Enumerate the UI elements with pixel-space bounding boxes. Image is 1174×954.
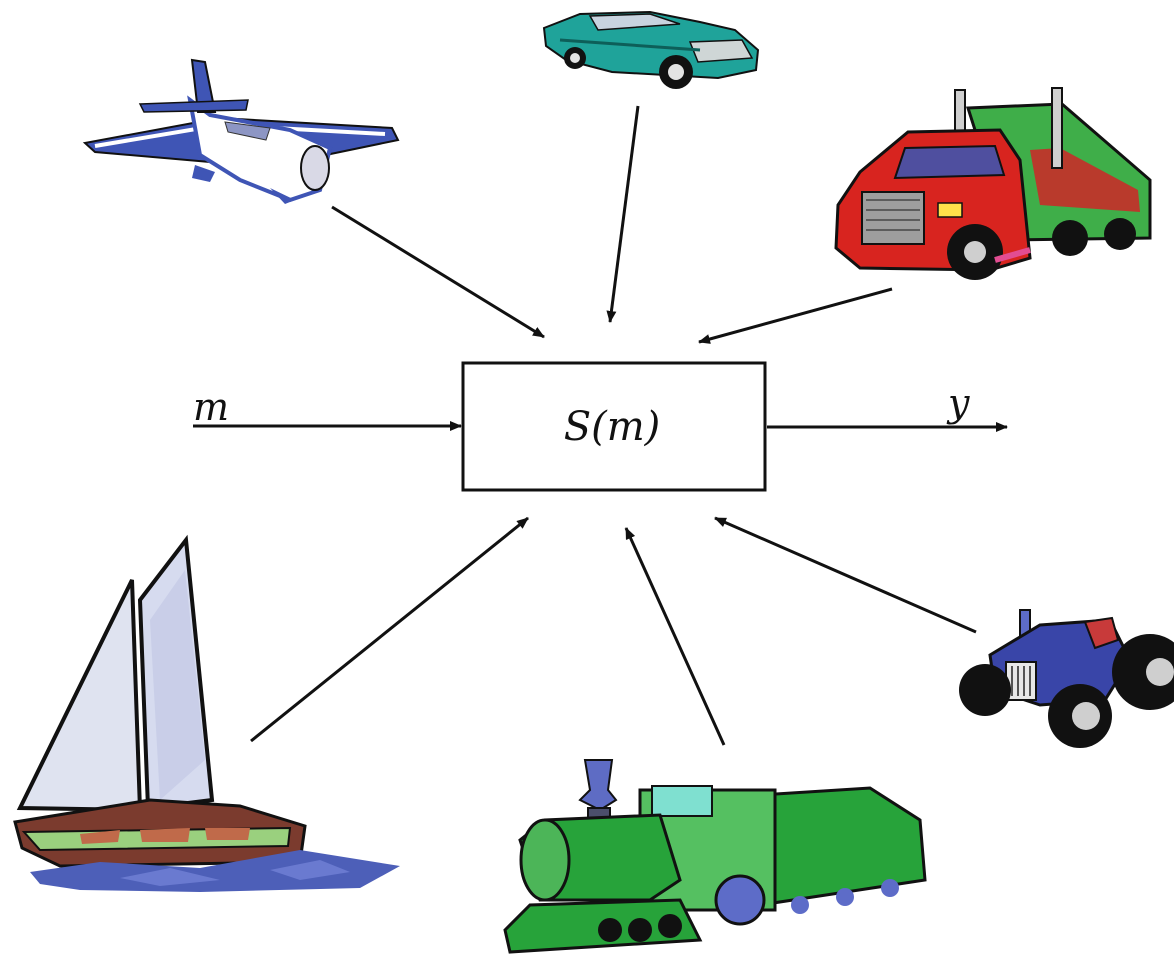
truck-arrow <box>698 287 893 344</box>
train-arrow <box>624 527 726 746</box>
sailboat-icon <box>13 534 400 892</box>
sailboat-arrow <box>250 516 529 743</box>
airplane-icon <box>82 58 400 204</box>
car-icon <box>542 10 760 89</box>
system-block <box>461 361 767 492</box>
truck-icon <box>834 87 1152 280</box>
tractor-icon <box>959 609 1174 748</box>
output-label: y <box>946 381 970 425</box>
input-label: m <box>193 385 229 429</box>
block-label: S(m) <box>564 404 661 450</box>
car-arrow <box>606 105 640 323</box>
tractor-arrow <box>714 516 977 634</box>
airplane-arrow <box>331 205 545 339</box>
train-icon <box>503 759 927 954</box>
